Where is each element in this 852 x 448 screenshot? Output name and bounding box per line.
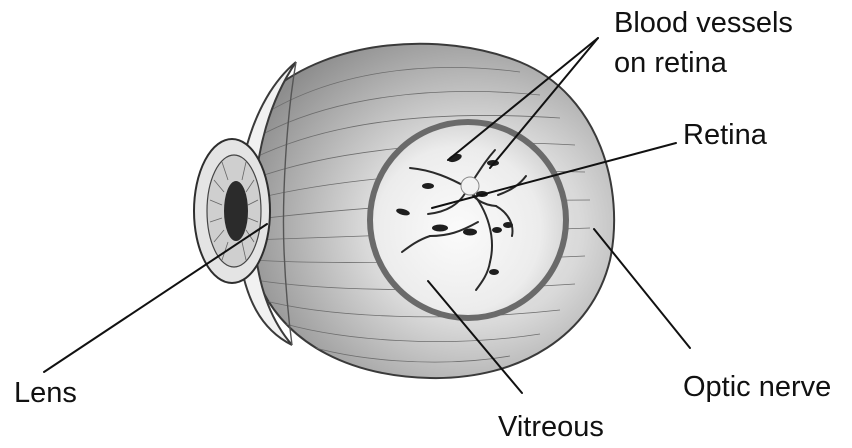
iris-and-lens <box>194 139 270 283</box>
label-vitreous: Vitreous <box>498 411 604 443</box>
label-blood-vessels-line2: on retina <box>614 47 728 79</box>
leader-line-lens <box>44 224 267 372</box>
label-optic-nerve: Optic nerve <box>683 371 831 403</box>
magnified-retina-view <box>370 122 566 318</box>
leader-line-optic-nerve <box>594 229 690 348</box>
label-retina: Retina <box>683 119 768 151</box>
label-lens: Lens <box>14 377 77 409</box>
label-blood-vessels-line1: Blood vessels <box>614 7 793 39</box>
optic-disc <box>461 177 479 195</box>
